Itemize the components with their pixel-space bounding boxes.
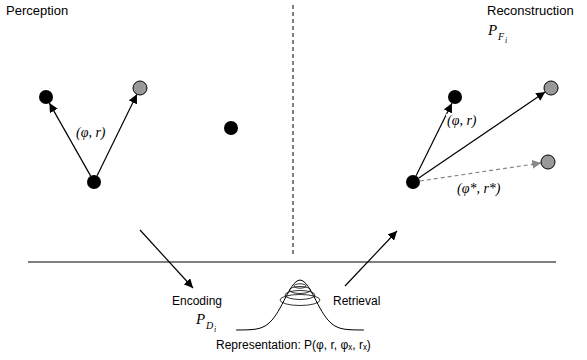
landmark-dot <box>224 121 238 135</box>
target-dot <box>544 81 558 95</box>
estimate-arrow <box>420 163 541 181</box>
target-dot <box>133 81 147 95</box>
probability-symbol: P <box>488 23 497 38</box>
probability-symbol: P <box>196 312 205 327</box>
subscript: D <box>206 321 213 331</box>
subscript: F <box>498 32 504 42</box>
contour-ring <box>290 287 311 294</box>
panel-heading: Perception <box>6 4 68 17</box>
landmark-dot <box>39 90 53 104</box>
contour-ring <box>294 284 306 288</box>
representation-label: Representation: P(φ, r, φₓ, rₓ) <box>216 339 371 351</box>
retrieval-arrow <box>345 231 397 286</box>
contour-ring <box>285 291 315 300</box>
sub-subscript: i <box>214 326 216 334</box>
sub-subscript: i <box>505 37 507 45</box>
vector-label: (φ*, r*) <box>456 182 502 196</box>
vector-label: (φ, r) <box>446 114 478 128</box>
vector-label: (φ, r) <box>75 126 107 140</box>
target-dot <box>541 155 555 169</box>
encoding-arrow <box>140 230 193 288</box>
panel-heading: Reconstruction <box>487 4 574 17</box>
process-label: Encoding <box>172 295 222 307</box>
landmark-dot <box>406 175 420 189</box>
baseline <box>28 261 556 262</box>
divider-line <box>293 5 294 255</box>
landmark-dot <box>448 90 462 104</box>
landmark-dot <box>87 175 101 189</box>
process-label: Retrieval <box>333 295 380 307</box>
